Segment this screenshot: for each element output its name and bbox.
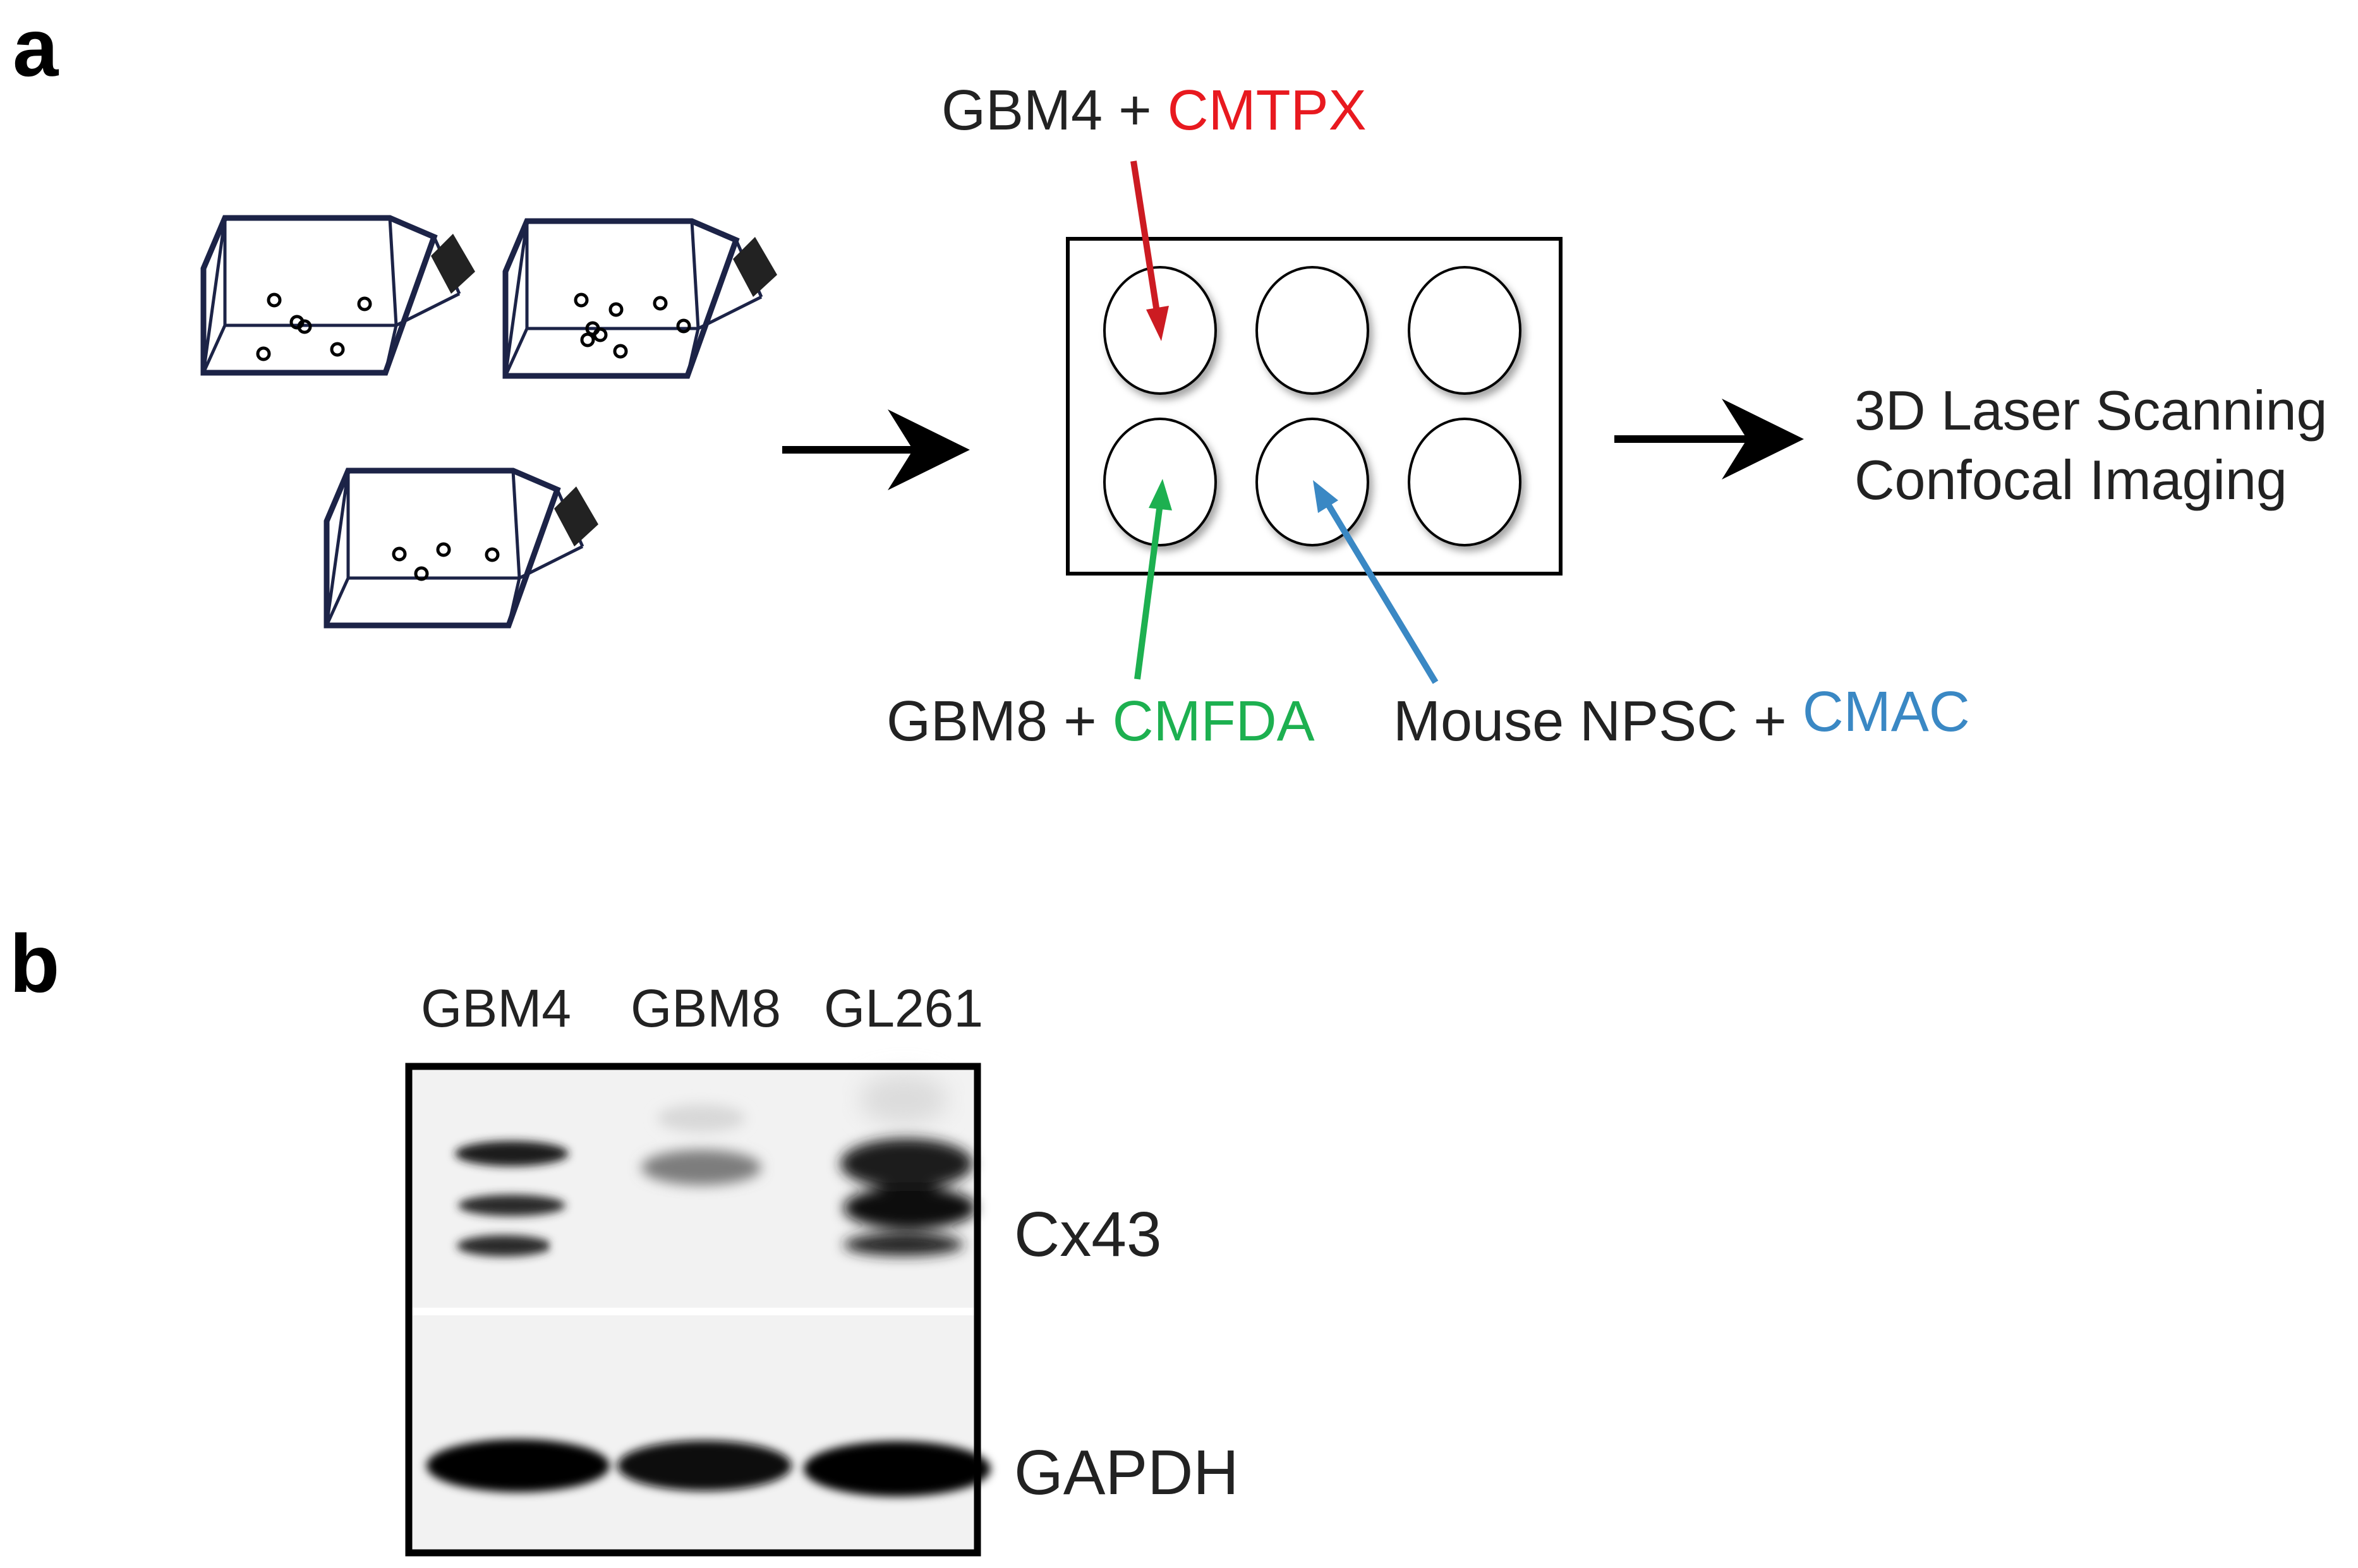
- lane-label-1: GBM4: [421, 979, 571, 1038]
- culture-flask-2: [505, 221, 777, 376]
- lane-label-3: GL261: [824, 979, 983, 1038]
- label-gbm8-cmfda: GBM8 + CMFDA: [886, 690, 1315, 753]
- label-npsc-cells: Mouse NPSC +: [1393, 690, 1803, 753]
- cx43-bands: [455, 1074, 976, 1265]
- arrow-gbm4: [1130, 160, 1169, 341]
- six-well-plate: [1066, 237, 1563, 576]
- lane-label-2: GBM8: [631, 979, 781, 1038]
- panel-b-label: b: [9, 917, 59, 1010]
- label-gbm4-cells: GBM4 +: [941, 79, 1168, 142]
- culture-flask-3: [327, 471, 598, 625]
- arrow-flasks-to-plate: [782, 409, 970, 490]
- band-label-gapdh: GAPDH: [1014, 1437, 1239, 1508]
- well-4: [1103, 418, 1217, 546]
- label-cmac-dye: CMAC: [1803, 680, 1970, 744]
- well-5: [1255, 418, 1369, 546]
- well-6: [1408, 418, 1521, 546]
- culture-flask-1: [203, 218, 475, 373]
- label-gbm4-cmtpx: GBM4 + CMTPX: [941, 79, 1367, 142]
- band-label-cx43: Cx43: [1014, 1199, 1161, 1270]
- arrow-gbm8: [1134, 479, 1172, 680]
- western-blot: [405, 1063, 991, 1557]
- label-cmtpx-dye: CMTPX: [1168, 79, 1367, 142]
- gapdh-bands: [426, 1439, 991, 1497]
- well-3: [1408, 266, 1521, 395]
- label-gbm8-cells: GBM8 +: [886, 690, 1113, 753]
- arrow-npsc: [1313, 480, 1439, 684]
- well-2: [1255, 266, 1369, 395]
- arrow-plate-to-imaging: [1614, 399, 1804, 479]
- label-cmfda-dye: CMFDA: [1113, 690, 1315, 753]
- label-npsc-cmac: Mouse NPSC + CMAC: [1393, 680, 1970, 753]
- panel-a-label: a: [13, 1, 59, 93]
- imaging-label-line1: 3D Laser Scanning: [1854, 379, 2327, 442]
- imaging-label-line2: Confocal Imaging: [1854, 449, 2287, 511]
